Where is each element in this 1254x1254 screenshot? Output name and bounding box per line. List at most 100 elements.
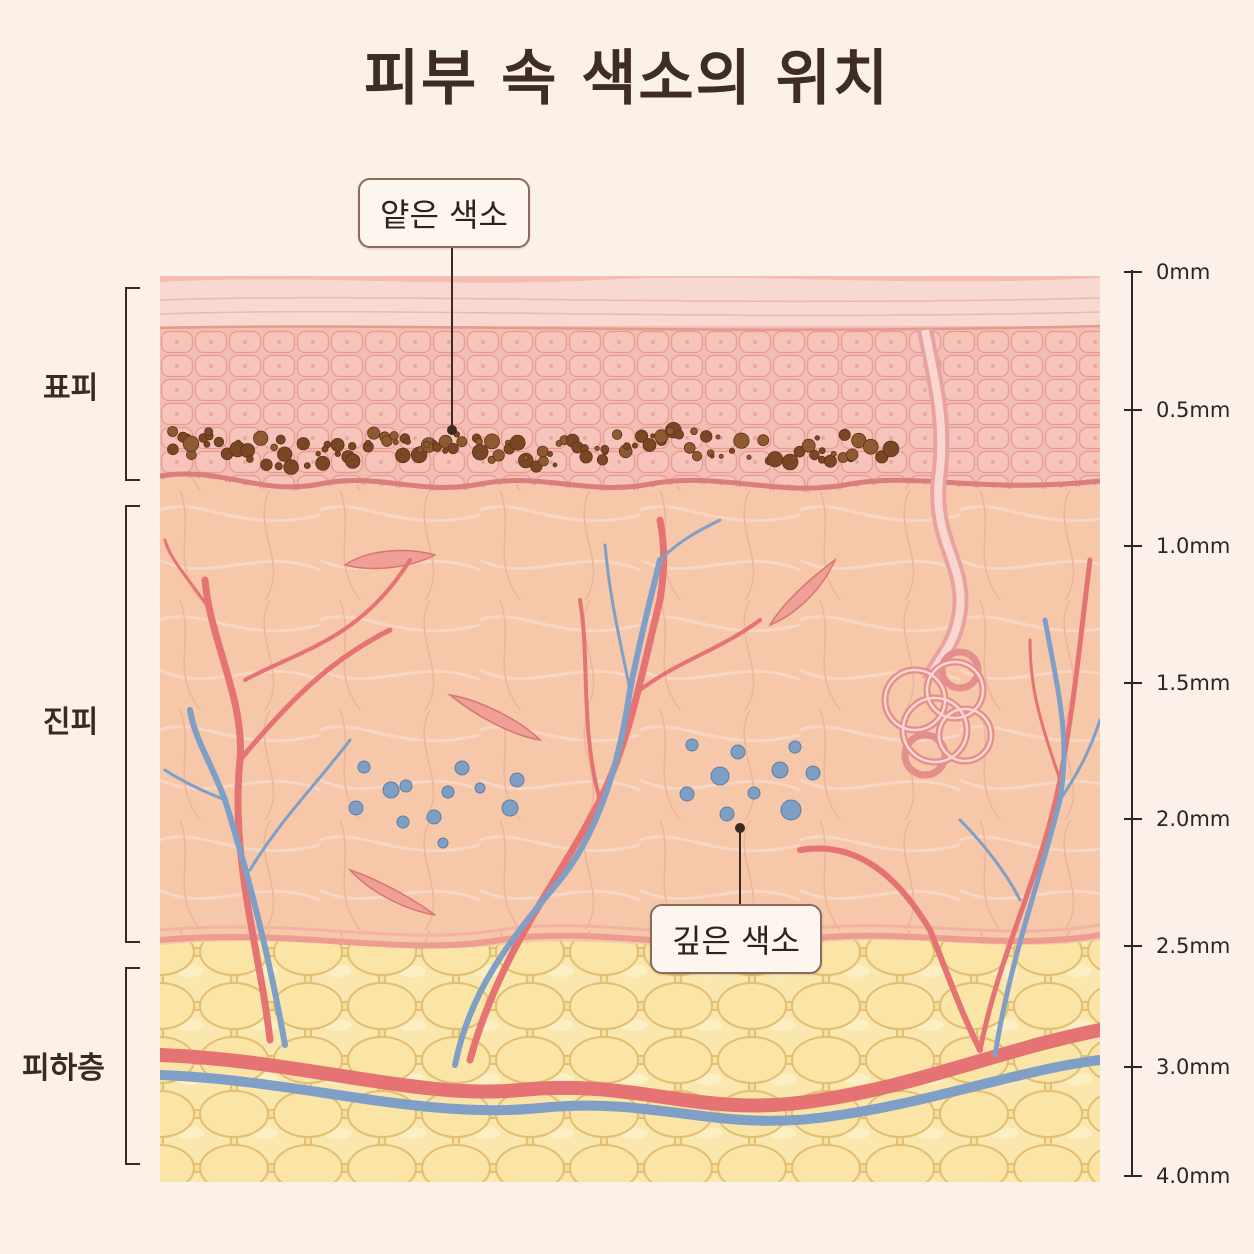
deep-pigment-particle [399, 779, 413, 793]
melanin-granules [167, 422, 900, 475]
melanin-granule [492, 449, 505, 462]
deep-pigment-particle [747, 786, 761, 800]
deep-pigment-particle [396, 815, 410, 829]
arteries [160, 516, 1100, 1113]
page-title: 피부 속 색소의 위치 [363, 44, 891, 114]
deep-pigment-particle [454, 760, 470, 776]
melanin-granule [882, 440, 900, 458]
melanin-granule [555, 440, 563, 447]
melanin-granule [442, 447, 449, 454]
melanin-granule [203, 440, 211, 448]
melanin-granule [674, 429, 684, 440]
melanin-granule [274, 462, 283, 471]
deep-pigment-particle [710, 766, 730, 786]
deep-pigment-particle [437, 837, 449, 849]
melanin-granule [395, 447, 411, 464]
melanin-granule [365, 439, 372, 447]
callout-deep-pigment: 깊은 색소 [650, 904, 822, 974]
melanin-granule [715, 434, 721, 440]
melanin-granule [846, 448, 859, 462]
melanin-granule [781, 453, 799, 471]
melanin-granule [650, 433, 655, 439]
melanin-granule [690, 427, 698, 436]
fibroblast-cells [343, 549, 837, 916]
melanin-granule [728, 447, 736, 454]
melanin-granule [456, 436, 468, 448]
melanin-granule [213, 436, 225, 448]
melanin-granule [321, 445, 329, 453]
melanin-granule [600, 444, 610, 454]
melanin-granule [204, 427, 214, 437]
melanin-granule [518, 452, 534, 469]
melanin-granule [733, 432, 750, 449]
melanin-granule [240, 443, 256, 458]
melanin-granule [182, 435, 200, 453]
melanin-granule [823, 454, 837, 468]
melanin-granule [818, 447, 826, 455]
melanin-granule [484, 433, 500, 450]
callout-leaders [447, 236, 745, 905]
melanin-granule [246, 455, 254, 463]
melanin-granule [167, 443, 179, 456]
melanin-granule [253, 430, 269, 446]
deep-pigment-particle [679, 786, 695, 802]
melanin-granule [167, 426, 179, 437]
deep-pigment-particle [441, 785, 455, 799]
melanin-granule [447, 442, 459, 455]
melanin-granule [423, 440, 431, 448]
melanin-granule [700, 430, 713, 443]
melanin-granule [594, 445, 600, 452]
label-dermis: 진피 [43, 705, 99, 740]
melanin-granule [683, 442, 696, 454]
melanin-granule [851, 432, 867, 449]
deep-pigment-particle [788, 740, 802, 754]
scale-label-0: 0mm [1156, 260, 1211, 284]
melanin-granule [334, 450, 341, 457]
melanin-granule [509, 434, 526, 451]
deep-pigment-particle [730, 744, 746, 760]
scale-label-1: 0.5mm [1156, 398, 1231, 422]
melanin-granule [348, 442, 357, 451]
melanin-granule [665, 426, 675, 436]
melanin-granule [404, 438, 412, 445]
melanin-granule [432, 442, 442, 453]
deep-pigment-particle [501, 799, 519, 817]
melanin-granule [596, 454, 609, 466]
melanin-granule [809, 449, 820, 461]
melanin-granule [766, 451, 784, 468]
melanin-granule [718, 453, 724, 459]
deep-pigment-particle [348, 800, 364, 816]
deep-pigment-particle [719, 806, 735, 822]
melanin-granule [277, 446, 293, 462]
sweat-gland [881, 328, 995, 779]
melanin-granule [634, 429, 649, 443]
melanin-granule [547, 450, 554, 457]
deep-pigment-particle [509, 772, 525, 788]
melanin-granule [536, 445, 549, 458]
melanin-granule [579, 450, 593, 464]
melanin-granule [330, 437, 345, 452]
scale-label-3: 1.5mm [1156, 671, 1231, 695]
scale-label-2: 1.0mm [1156, 534, 1231, 558]
melanin-granule [862, 438, 879, 455]
melanin-granule [611, 429, 623, 440]
melanin-granule [757, 434, 770, 447]
deep-pigment-particle [382, 781, 400, 799]
deep-pigment-particle [426, 809, 442, 825]
deep-pigment-particle [474, 782, 486, 794]
melanin-granule [793, 445, 806, 458]
melanin-granule [709, 453, 715, 459]
melanin-granule [315, 455, 331, 471]
scale-label-6: 3.0mm [1156, 1055, 1231, 1079]
deep-pigment-particle [780, 799, 802, 821]
veins [160, 518, 1100, 1126]
label-subcutis: 피하층 [22, 1051, 105, 1086]
melanin-granule [642, 438, 657, 452]
melanin-granule [303, 462, 311, 470]
melanin-granule [367, 426, 381, 440]
melanin-granule [830, 450, 837, 457]
melanin-granule [632, 442, 639, 449]
melanin-granule [296, 437, 310, 451]
deep-pigment-particles [348, 738, 821, 849]
